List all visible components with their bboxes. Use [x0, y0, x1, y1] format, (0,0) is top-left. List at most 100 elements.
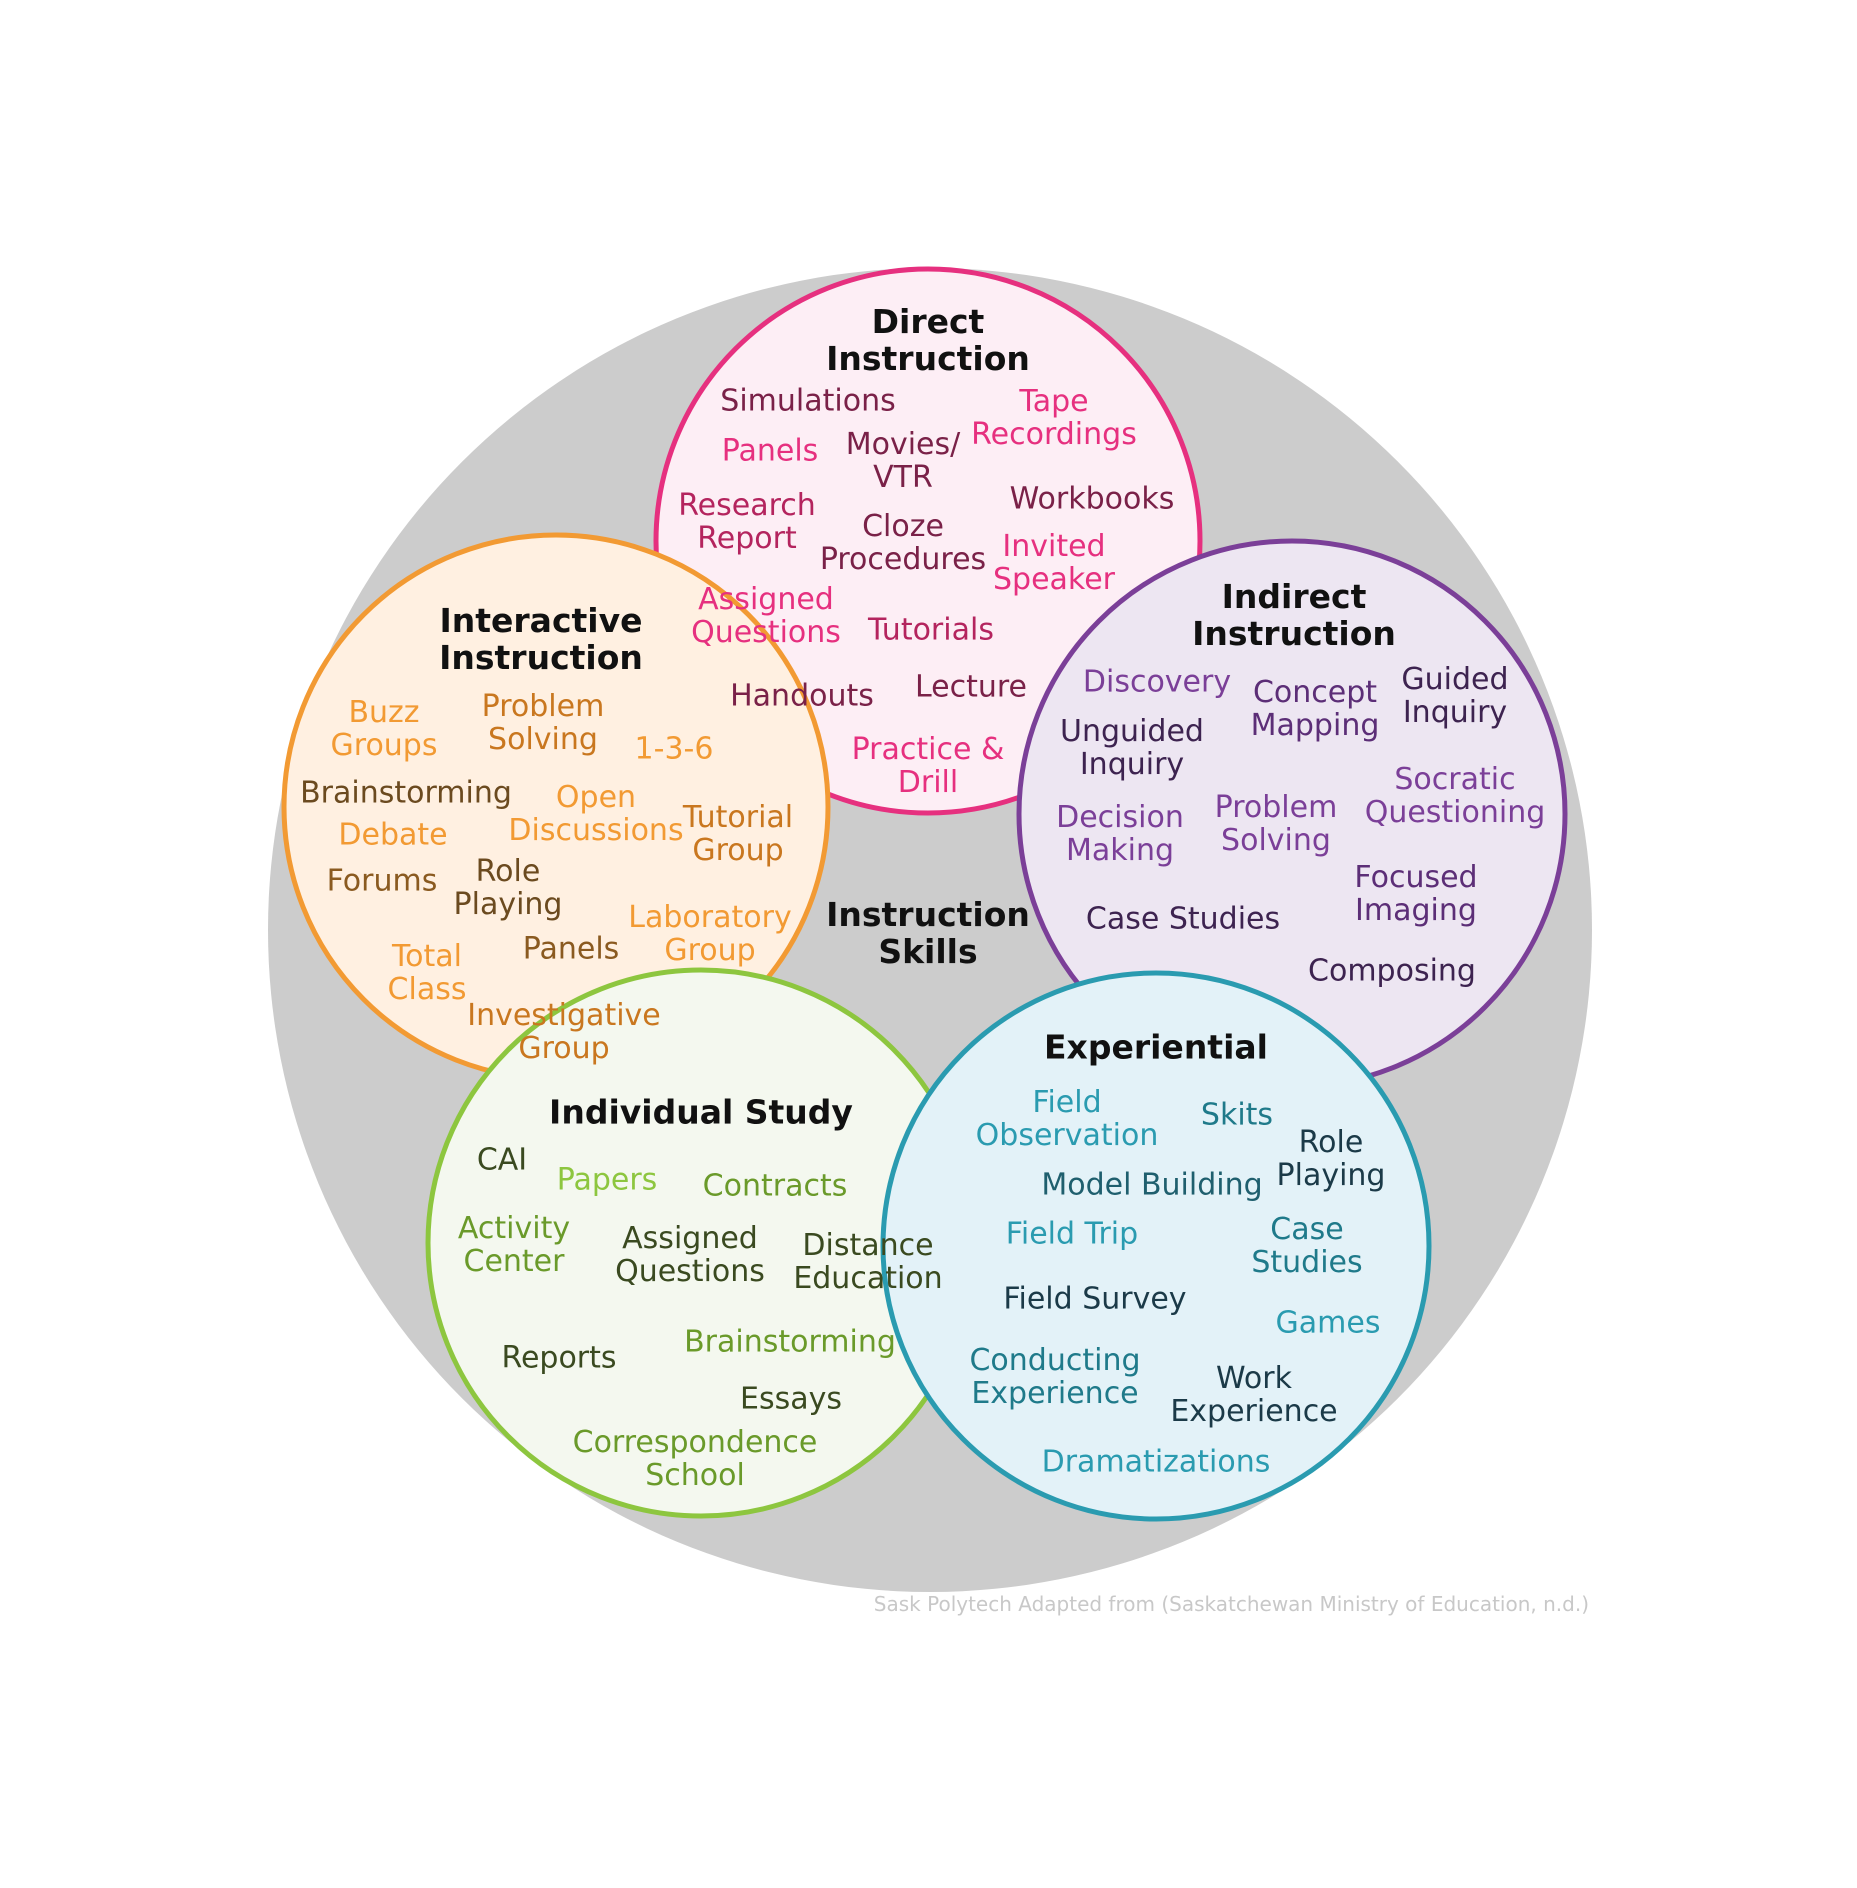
individual-item-contracts-line: Contracts	[703, 1169, 848, 1204]
center-label-line: Skills	[878, 932, 977, 971]
experiential-item-role-playing-line: Playing	[1277, 1158, 1386, 1193]
experiential-title-line: Experiential	[1044, 1028, 1268, 1067]
interactive-item-problem-solving-line: Solving	[488, 722, 598, 757]
experiential-item-field-observation-line: Field	[1032, 1085, 1101, 1120]
indirect-item-discovery-line: Discovery	[1083, 665, 1231, 700]
source-credit: Sask Polytech Adapted from (Saskatchewan…	[874, 1592, 1589, 1616]
indirect-item-problem-solving-line: Solving	[1221, 823, 1331, 858]
direct-title-line: Direct	[872, 302, 985, 341]
interactive-item-forums: Forums	[327, 864, 438, 899]
interactive-item-total-class-line: Class	[388, 972, 467, 1007]
indirect-item-concept-mapping-line: Mapping	[1251, 708, 1380, 743]
interactive-item-1-3-6: 1-3-6	[635, 732, 714, 767]
indirect-item-socratic-questioning-line: Socratic	[1394, 762, 1515, 797]
individual-item-activity-center-line: Activity	[458, 1211, 570, 1246]
indirect-item-focused-imaging-line: Imaging	[1355, 893, 1477, 928]
interactive-item-total-class-line: Total	[391, 939, 462, 974]
individual-title: Individual Study	[549, 1093, 853, 1132]
indirect-item-decision-making-line: Decision	[1056, 800, 1184, 835]
direct-item-movies-vtr-line: Movies/	[846, 427, 961, 462]
experiential-item-games-line: Games	[1276, 1306, 1381, 1341]
direct-item-lecture-line: Lecture	[915, 670, 1027, 705]
experiential-item-dramatizations-line: Dramatizations	[1042, 1445, 1271, 1480]
individual-item-correspondence-school-line: Correspondence	[573, 1425, 818, 1460]
interactive-item-problem-solving-line: Problem	[482, 689, 605, 724]
direct-item-cloze-procedures-line: Procedures	[820, 542, 986, 577]
direct-item-tutorials: Tutorials	[867, 613, 994, 648]
direct-item-tutorials-line: Tutorials	[867, 613, 994, 648]
direct-item-workbooks: Workbooks	[1010, 482, 1175, 517]
experiential-title: Experiential	[1044, 1028, 1268, 1067]
interactive-item-open-discussions-line: Discussions	[508, 813, 683, 848]
indirect-item-composing: Composing	[1308, 954, 1476, 989]
direct-item-assigned-questions-line: Questions	[691, 615, 841, 650]
individual-item-contracts: Contracts	[703, 1169, 848, 1204]
indirect-item-discovery: Discovery	[1083, 665, 1231, 700]
interactive-item-tutorial-group-line: Tutorial	[682, 800, 793, 835]
experiential-item-conducting-experience-line: Experience	[971, 1376, 1138, 1411]
interactive-item-tutorial-group-line: Group	[692, 833, 783, 868]
interactive-item-1-3-6-line: 1-3-6	[635, 732, 714, 767]
interactive-item-buzz-groups-line: Buzz	[348, 695, 419, 730]
direct-item-practice-drill-line: Practice &	[852, 732, 1005, 767]
individual-item-assigned-questions-line: Questions	[615, 1254, 765, 1289]
individual-item-distance-education-line: Education	[793, 1261, 942, 1296]
experiential-circle	[880, 970, 1432, 1522]
experiential-item-games: Games	[1276, 1306, 1381, 1341]
indirect-title-line: Indirect	[1222, 577, 1367, 616]
experiential-item-model-building-line: Model Building	[1041, 1168, 1262, 1203]
indirect-item-concept-mapping-line: Concept	[1253, 675, 1377, 710]
indirect-item-composing-line: Composing	[1308, 954, 1476, 989]
individual-item-essays-line: Essays	[740, 1382, 842, 1417]
direct-item-movies-vtr: Movies/VTR	[846, 427, 961, 495]
direct-item-simulations: Simulations	[720, 384, 895, 419]
individual-item-reports-line: Reports	[501, 1341, 616, 1376]
interactive-item-role-playing-line: Playing	[454, 887, 563, 922]
experiential-item-field-survey-line: Field Survey	[1003, 1282, 1186, 1317]
individual-item-activity-center-line: Center	[464, 1244, 566, 1279]
direct-item-research-report-line: Research	[678, 488, 816, 523]
individual-item-distance-education-line: Distance	[802, 1228, 933, 1263]
individual-item-brainstorming: Brainstorming	[684, 1325, 896, 1360]
experiential-item-field-trip-line: Field Trip	[1006, 1217, 1138, 1252]
direct-item-assigned-questions-line: Assigned	[698, 582, 834, 617]
experiential-item-work-experience-line: Work	[1216, 1361, 1293, 1396]
experiential-item-dramatizations: Dramatizations	[1042, 1445, 1271, 1480]
individual-item-cai-line: CAI	[477, 1143, 527, 1178]
center-label-line: Instruction	[826, 895, 1030, 934]
direct-item-handouts: Handouts	[730, 679, 874, 714]
indirect-item-problem-solving-line: Problem	[1215, 790, 1338, 825]
experiential-item-field-trip: Field Trip	[1006, 1217, 1138, 1252]
direct-item-tape-recordings-line: Tape	[1018, 384, 1088, 419]
indirect-item-unguided-inquiry-line: Inquiry	[1080, 747, 1184, 782]
direct-item-movies-vtr-line: VTR	[873, 460, 933, 495]
direct-item-lecture: Lecture	[915, 670, 1027, 705]
indirect-title-line: Instruction	[1192, 614, 1396, 653]
direct-item-research-report-line: Report	[697, 521, 797, 556]
experiential-item-role-playing-line: Role	[1299, 1125, 1364, 1160]
interactive-item-laboratory-group-line: Group	[664, 933, 755, 968]
direct-title-line: Instruction	[826, 339, 1030, 378]
interactive-title-line: Interactive	[439, 601, 642, 640]
indirect-item-guided-inquiry-line: Guided	[1401, 662, 1508, 697]
